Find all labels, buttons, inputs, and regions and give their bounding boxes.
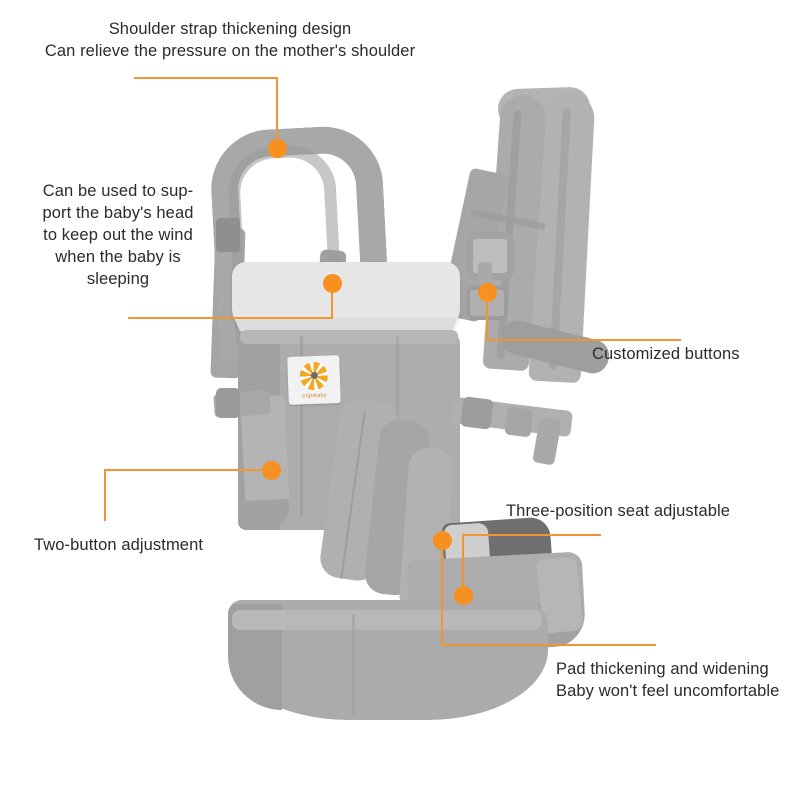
apron-fold	[232, 610, 542, 630]
connector-customized-buttons-h	[486, 339, 681, 341]
callout-dot-customized-buttons[interactable]	[477, 282, 497, 302]
connector-two-button-v	[104, 469, 106, 521]
left-strap-buckle	[216, 218, 240, 252]
connector-pad-thickening-v	[441, 541, 443, 645]
carrier-body-topband	[240, 330, 458, 344]
callout-label-two-button-adjustment: Two-button adjustment	[34, 536, 204, 554]
callout-dot-shoulder-strap[interactable]	[267, 138, 287, 158]
callout-label-three-position-seat: Three-position seat adjustable	[506, 502, 731, 520]
waist-buckle-1	[460, 396, 494, 430]
brand-logo-tag: ergobaby	[287, 355, 341, 405]
callout-label-head-support: Can be used to sup- port the baby's head…	[42, 182, 194, 288]
connector-three-position-v	[462, 535, 464, 596]
ergobaby-pinwheel-logo-icon	[299, 361, 329, 390]
callout-label-shoulder-strap: Shoulder strap thickening design Can rel…	[44, 20, 416, 60]
connector-shoulder-strap-v	[276, 77, 278, 149]
connector-two-button-h	[104, 469, 272, 471]
callout-label-customized-buttons: Customized buttons	[592, 345, 740, 363]
callout-label-pad-thickening: Pad thickening and widening Baby won't f…	[556, 660, 780, 700]
callout-dot-pad-thickening[interactable]	[432, 530, 452, 550]
connector-head-support-v	[331, 284, 333, 318]
callout-dot-head-support[interactable]	[322, 273, 342, 293]
connector-head-support-h	[128, 317, 333, 319]
apron-seam	[352, 614, 355, 714]
brand-name: ergobaby	[302, 392, 327, 399]
connector-shoulder-strap-h	[134, 77, 278, 79]
carrier-body-seam	[300, 336, 303, 516]
connector-customized-buttons-v	[486, 293, 488, 340]
connector-pad-thickening-h	[441, 644, 656, 646]
left-waist-buckle	[216, 388, 240, 418]
waist-buckle-2	[504, 406, 534, 438]
connector-three-position-h	[462, 534, 601, 536]
